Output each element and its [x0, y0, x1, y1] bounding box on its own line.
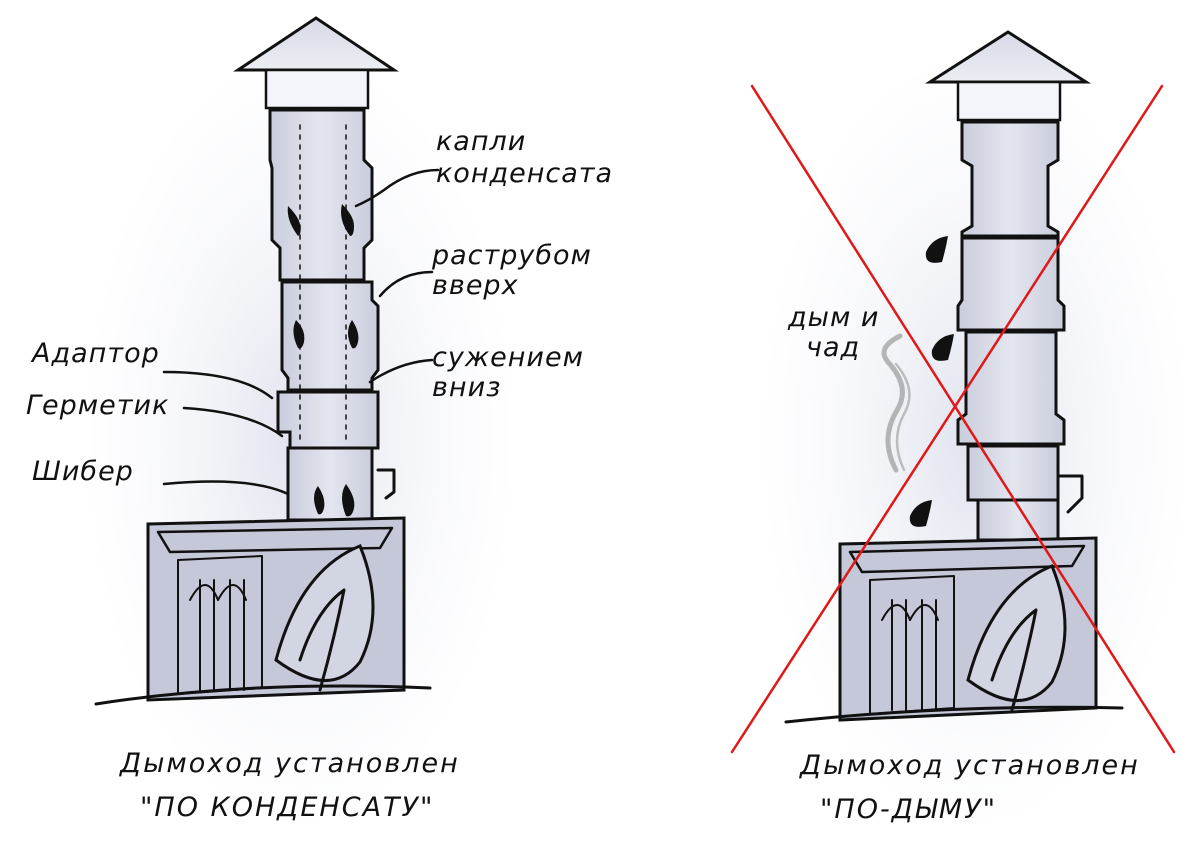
- right-stove: [784, 536, 1124, 724]
- leader-narrow: [368, 358, 434, 384]
- left-leader-lines: [162, 168, 440, 496]
- drop-icon: [909, 500, 932, 527]
- leader-drops: [354, 168, 440, 208]
- right-cap-window: [956, 80, 1062, 122]
- right-pipe-section-top: [960, 120, 1060, 238]
- callout-smoke: дым и чад: [787, 302, 889, 363]
- right-flame-inner: [990, 608, 1038, 712]
- smoke-icon: [881, 333, 911, 473]
- left-stove-hatching: [189, 579, 247, 691]
- left-pipe-section-adapter: [276, 390, 380, 450]
- left-assembly: капли конденсата раструбом вверх сужение…: [26, 16, 613, 823]
- callout-socket-up: раструбом вверх: [431, 240, 602, 301]
- right-cap-roof: [924, 30, 1092, 84]
- left-pipe-section-middle: [280, 280, 380, 392]
- left-chimney-cap: [233, 16, 399, 110]
- right-pipe: [956, 120, 1066, 542]
- drop-icon: [287, 206, 301, 236]
- right-assembly: дым и чад Дымоход установлен "ПО-ДЫМУ": [730, 30, 1185, 825]
- red-cross-icon: [730, 84, 1176, 754]
- leader-sealant: [182, 406, 284, 438]
- drop-icon: [314, 486, 325, 515]
- left-ground-line: [94, 684, 432, 706]
- left-pipe-inner-lines: [299, 124, 347, 441]
- right-flame-icon: [966, 564, 1067, 702]
- left-damper-handle: [376, 468, 396, 500]
- right-ground-line: [784, 705, 1124, 724]
- drop-icon: [293, 320, 305, 349]
- left-stove: [94, 516, 432, 706]
- right-pipe-section-lower: [966, 444, 1060, 502]
- left-pipe-section-damper: [286, 446, 374, 522]
- callout-adapter: Адаптор: [30, 338, 160, 369]
- left-cap-roof: [233, 16, 399, 72]
- callout-drops: капли конденсата: [436, 126, 613, 189]
- right-damper-handle: [1058, 474, 1084, 514]
- right-pipe-section-middle: [956, 330, 1066, 446]
- left-pipe: [268, 108, 380, 522]
- right-chimney-cap: [924, 30, 1092, 122]
- leader-adapter: [162, 370, 274, 400]
- drop-icon: [342, 484, 355, 517]
- left-flame-inner: [298, 588, 346, 692]
- drop-icon: [341, 204, 354, 236]
- right-stove-hatching: [881, 599, 939, 711]
- right-stove-top: [848, 544, 1086, 574]
- right-leaking-drops: [909, 236, 954, 527]
- leader-damper: [162, 480, 290, 496]
- drop-icon: [348, 320, 359, 349]
- left-stove-top: [156, 526, 394, 554]
- callout-damper: Шибер: [32, 456, 134, 487]
- left-pipe-section-top: [268, 108, 374, 282]
- drop-icon: [925, 236, 948, 263]
- left-caption: Дымоход установлен "ПО КОНДЕНСАТУ": [119, 748, 470, 823]
- right-caption: Дымоход установлен "ПО-ДЫМУ": [799, 750, 1150, 825]
- right-pipe-section-upper: [956, 236, 1066, 332]
- left-flame-icon: [274, 544, 375, 682]
- callout-narrow-down: сужением вниз: [432, 342, 594, 403]
- left-cap-window: [264, 68, 370, 110]
- left-condensate-drops: [287, 204, 359, 517]
- callout-sealant: Герметик: [26, 390, 169, 421]
- drop-icon: [931, 334, 954, 361]
- leader-socket: [378, 270, 434, 298]
